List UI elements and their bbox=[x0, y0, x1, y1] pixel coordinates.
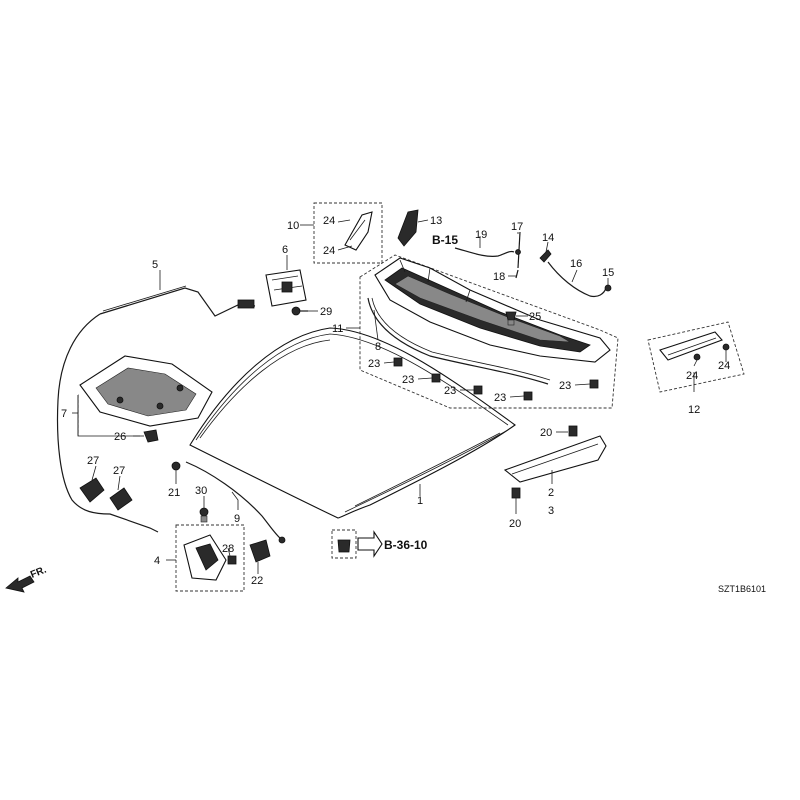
switch-28[interactable] bbox=[227, 555, 237, 565]
hood-stay-bracket[interactable] bbox=[503, 435, 607, 483]
bolt-29[interactable] bbox=[291, 306, 308, 316]
hood-support-rod-5[interactable] bbox=[99, 285, 256, 317]
label-1: 1 bbox=[417, 495, 423, 507]
label-23-b: 23 bbox=[402, 374, 414, 386]
label-24-b: 24 bbox=[323, 245, 335, 257]
clip-24-d[interactable] bbox=[722, 343, 730, 351]
label-20-a: 20 bbox=[540, 427, 552, 439]
label-23-d: 23 bbox=[494, 392, 506, 404]
label-23-c: 23 bbox=[444, 385, 456, 397]
clip-23-b[interactable] bbox=[431, 373, 441, 383]
label-6: 6 bbox=[282, 244, 288, 256]
washer-tube-19[interactable] bbox=[454, 247, 515, 257]
clip-23-c[interactable] bbox=[473, 385, 483, 395]
label-13: 13 bbox=[430, 215, 442, 227]
label-28: 28 bbox=[222, 543, 234, 555]
washer-tube-18[interactable] bbox=[515, 269, 519, 279]
label-5: 5 bbox=[152, 259, 158, 271]
label-27-b: 27 bbox=[113, 465, 125, 477]
lock-4-box bbox=[175, 524, 245, 592]
hood-hinge-6[interactable] bbox=[265, 269, 307, 307]
label-3: 3 bbox=[548, 505, 554, 517]
bracket-10-part[interactable] bbox=[344, 211, 373, 251]
cowl-top-panel[interactable] bbox=[374, 257, 611, 363]
bracket-12-part[interactable] bbox=[659, 331, 723, 361]
label-19: 19 bbox=[475, 229, 487, 241]
clip-27-b[interactable] bbox=[109, 487, 133, 511]
hood-lock-4[interactable] bbox=[183, 534, 227, 581]
label-16: 16 bbox=[570, 258, 582, 270]
insulator-7-bracket-line bbox=[77, 395, 140, 437]
label-23-a: 23 bbox=[368, 358, 380, 370]
front-direction-arrow-icon bbox=[5, 575, 35, 593]
clip-27-a[interactable] bbox=[79, 477, 105, 503]
clip-23-d[interactable] bbox=[523, 391, 533, 401]
label-11: 11 bbox=[332, 323, 343, 335]
label-15: 15 bbox=[602, 267, 614, 279]
seal-13[interactable] bbox=[397, 209, 419, 247]
clip-20-a[interactable] bbox=[568, 425, 578, 437]
clip-20-b[interactable] bbox=[511, 487, 521, 499]
clip-25[interactable] bbox=[505, 311, 517, 326]
release-cable-9[interactable] bbox=[185, 461, 286, 544]
ref-b15[interactable]: B-15 bbox=[432, 233, 458, 247]
ref-b3610-box bbox=[331, 529, 357, 559]
label-20-b: 20 bbox=[509, 518, 521, 530]
label-7: 7 bbox=[61, 408, 67, 420]
front-marker: FR. bbox=[29, 564, 48, 580]
clip-24-c[interactable] bbox=[693, 353, 701, 361]
label-2: 2 bbox=[548, 487, 554, 499]
leader-lines bbox=[72, 219, 727, 574]
clip-23-e[interactable] bbox=[589, 379, 599, 389]
clip-26[interactable] bbox=[143, 429, 159, 443]
label-17: 17 bbox=[511, 221, 523, 233]
hood-seal[interactable] bbox=[367, 297, 549, 385]
label-22: 22 bbox=[251, 575, 263, 587]
ref-b3610-part-icon bbox=[337, 539, 351, 553]
diagram-code: SZT1B6101 bbox=[718, 584, 766, 594]
label-14: 14 bbox=[542, 232, 554, 244]
label-8: 8 bbox=[375, 341, 381, 353]
label-24-d: 24 bbox=[718, 360, 730, 372]
ref-b3610-arrow-icon[interactable] bbox=[357, 530, 383, 558]
label-27-a: 27 bbox=[87, 455, 99, 467]
label-25: 25 bbox=[529, 311, 541, 323]
label-24-c: 24 bbox=[686, 370, 698, 382]
bolt-30[interactable] bbox=[199, 507, 209, 523]
washer-nozzle-15[interactable] bbox=[604, 284, 612, 292]
washer-tube-16[interactable] bbox=[547, 261, 607, 298]
hood-insulator-7[interactable] bbox=[79, 355, 213, 427]
washer-nozzle-14[interactable] bbox=[539, 249, 552, 263]
hood-release-cable[interactable] bbox=[56, 313, 159, 533]
ref-b3610[interactable]: B-36-10 bbox=[384, 538, 428, 552]
label-21: 21 bbox=[168, 487, 180, 499]
hood-panel[interactable] bbox=[189, 327, 516, 519]
nut-21[interactable] bbox=[171, 461, 181, 471]
label-9: 9 bbox=[234, 513, 240, 525]
label-29: 29 bbox=[320, 306, 332, 318]
label-24-a: 24 bbox=[323, 215, 335, 227]
label-10: 10 bbox=[287, 220, 299, 232]
label-18: 18 bbox=[493, 271, 505, 283]
label-26: 26 bbox=[114, 431, 126, 443]
bracket-10-box bbox=[313, 202, 383, 264]
washer-joint-17[interactable] bbox=[515, 231, 521, 269]
label-12: 12 bbox=[688, 404, 700, 416]
bracket-12-box bbox=[647, 321, 745, 393]
label-30: 30 bbox=[195, 485, 207, 497]
label-4: 4 bbox=[154, 555, 160, 567]
clip-23-a[interactable] bbox=[393, 357, 403, 367]
clip-22[interactable] bbox=[249, 539, 271, 563]
label-23-e: 23 bbox=[559, 380, 571, 392]
